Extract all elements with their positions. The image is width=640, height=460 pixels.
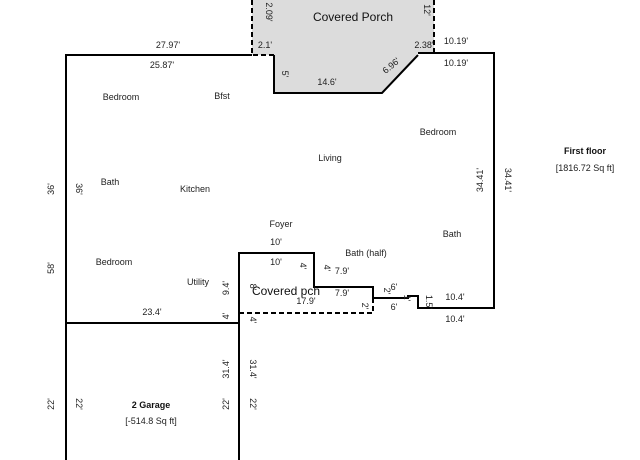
dim-utility-vert: 9.4' [221, 281, 231, 296]
dim-top-outer: 27.97' [156, 40, 181, 50]
dim-garage-small-a: 4' [221, 312, 231, 319]
dim-right-bottom-inner: 10.4' [445, 314, 465, 324]
garage-title: 2 Garage [132, 400, 171, 410]
dim-foyer-vert: 4' [298, 263, 308, 270]
floor-title: First floor [564, 146, 606, 156]
covered-pch-label: Covered pch [252, 284, 320, 298]
bedroom-nw-label: Bedroom [103, 92, 140, 102]
dim-foyer-inner: 10' [270, 257, 282, 267]
dim-pch-left-vert: 8' [248, 284, 258, 291]
foyer-label: Foyer [269, 219, 292, 229]
dim-step-6a: 6' [391, 282, 398, 292]
bath-w-label: Bath [101, 177, 120, 187]
dim-porch-bottom: 14.6' [317, 77, 337, 87]
house-outer-wall [65, 54, 252, 460]
dim-right-outer: 34.41' [503, 168, 513, 193]
dim-step-15: 1.5' [424, 295, 434, 310]
covered-porch-label: Covered Porch [313, 10, 393, 24]
dim-garage-top: 23.4' [142, 307, 162, 317]
dim-right-top-inner: 10.19' [444, 58, 469, 68]
bedroom-e-label: Bedroom [420, 127, 457, 137]
dim-left-outer: 36' [46, 183, 56, 195]
dim-right-bottom-outer: 10.4' [445, 292, 465, 302]
bfst-label: Bfst [214, 91, 230, 101]
dim-right-top-outer: 10.19' [444, 36, 469, 46]
dim-pch-bottom: 17.9' [296, 296, 316, 306]
bath-half-label: Bath (half) [345, 248, 387, 258]
dim-step-6b: 6' [391, 302, 398, 312]
dim-porch-right-small: 2.38' [414, 40, 434, 50]
dim-garage-right-b: 22' [248, 398, 258, 410]
covered-porch-wall [273, 54, 419, 94]
dim-garage-small-b: 4' [248, 317, 258, 324]
garage-area: [-514.8 Sq ft] [125, 416, 177, 426]
covered-pch-dashed-wall [239, 298, 374, 314]
dim-garage-right-a: 22' [221, 398, 231, 410]
dim-foyer-top: 10' [270, 237, 282, 247]
floor-area: [1816.72 Sq ft] [556, 163, 615, 173]
dim-bath-half-vert: 4' [322, 265, 332, 272]
dim-porch-inner-left: 5' [280, 71, 290, 78]
utility-label: Utility [187, 277, 209, 287]
dim-garage-left-inner: 22' [74, 398, 84, 410]
dim-porch-right-vert: 12' [422, 4, 432, 16]
bath-e-label: Bath [443, 229, 462, 239]
dim-porch-left-vert: 2.09' [264, 2, 274, 22]
dim-left-inner: 36' [74, 183, 84, 195]
dim-garage-right-inner: 31.4' [248, 359, 258, 379]
dim-garage-right-outer: 31.4' [221, 359, 231, 379]
living-label: Living [318, 153, 342, 163]
dim-pch-bottom-inner: 7.9' [335, 288, 350, 298]
dim-right-inner: 34.41' [475, 168, 485, 193]
covered-porch-area [252, 0, 434, 93]
kitchen-label: Kitchen [180, 184, 210, 194]
dim-step-1: 1' [402, 295, 412, 302]
dim-pch-vert-small: 2' [382, 288, 392, 295]
dim-garage-left-outer: 22' [46, 398, 56, 410]
covered-porch-dashed-wall [251, 0, 274, 56]
dim-bath-half-w: 7.9' [335, 266, 350, 276]
dim-top-inner: 25.87' [150, 60, 175, 70]
bedroom-sw-label: Bedroom [96, 257, 133, 267]
house-right-wall [238, 52, 495, 460]
dim-pch-vert-small2: 2' [360, 303, 370, 310]
dim-left-lower: 58' [46, 262, 56, 274]
dim-porch-left-small: 2.1' [258, 40, 273, 50]
